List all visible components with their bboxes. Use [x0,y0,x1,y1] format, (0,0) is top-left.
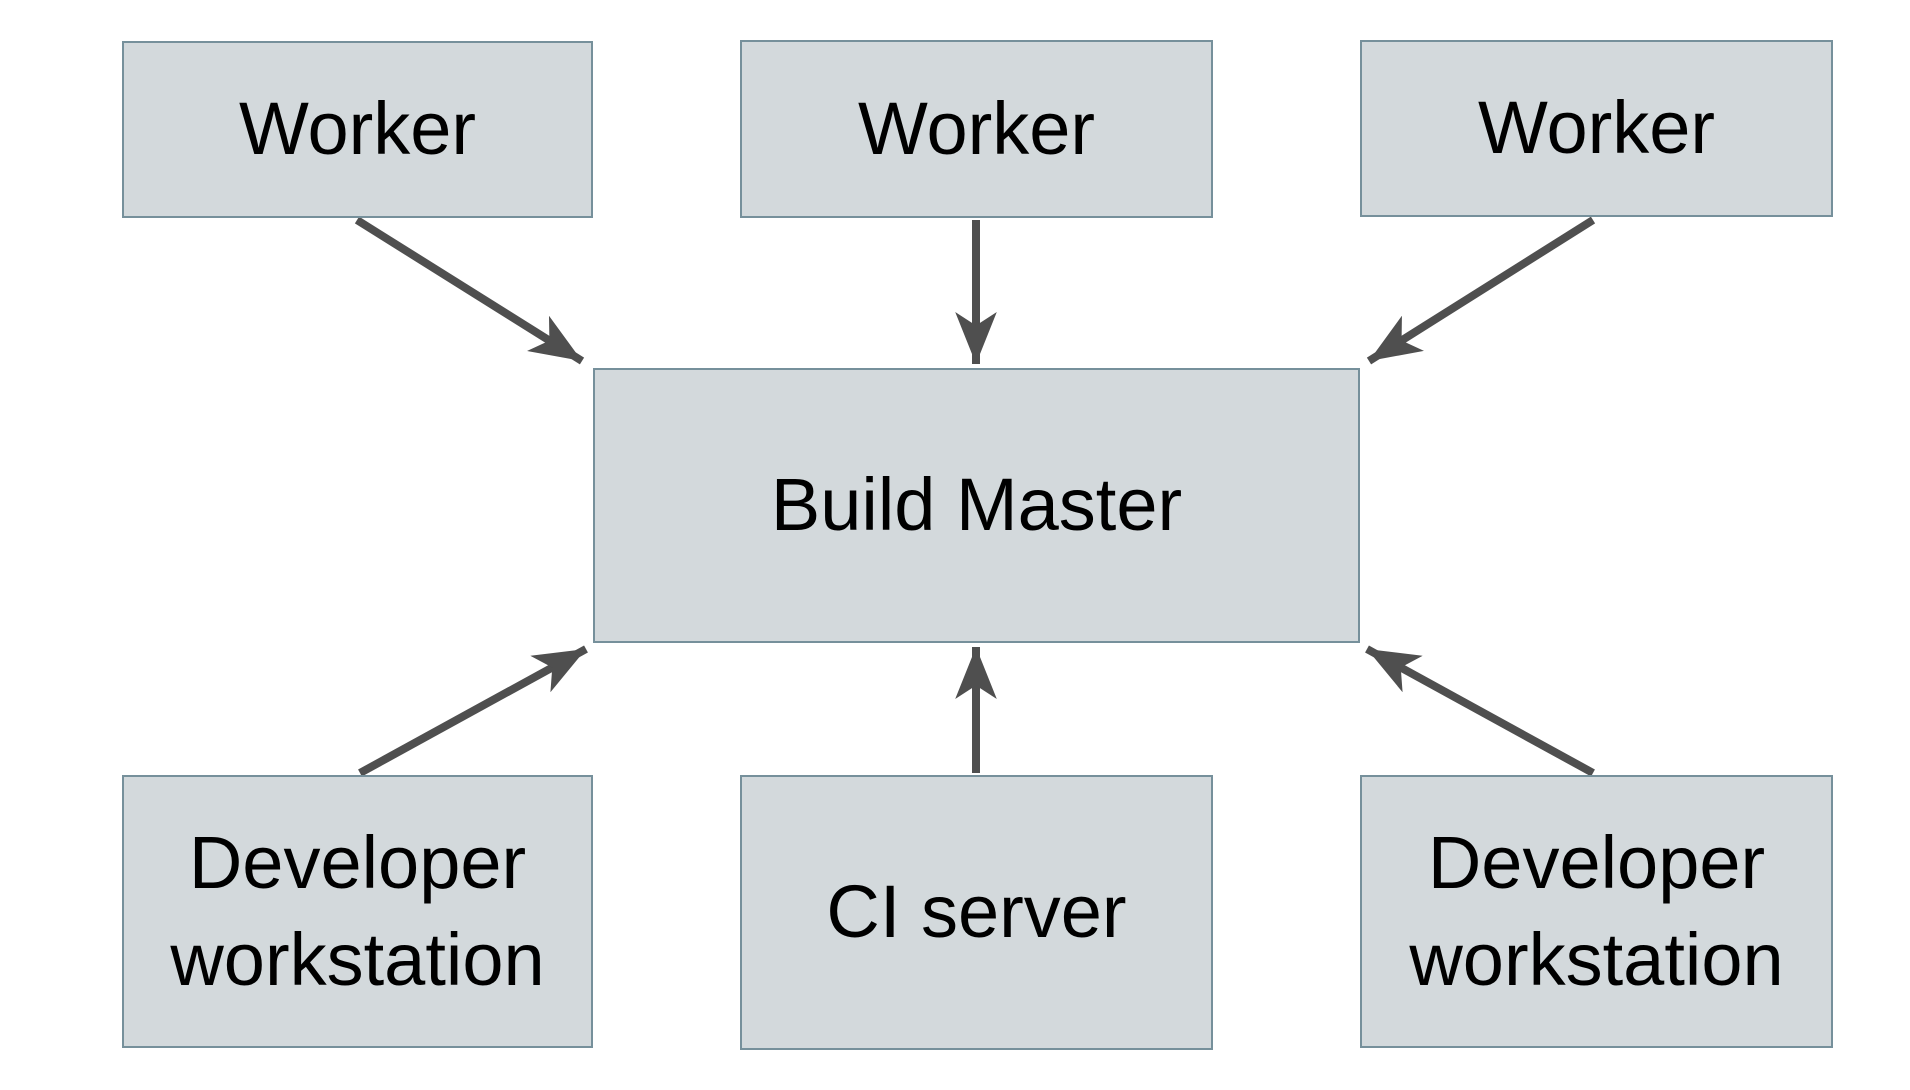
node-worker-2-label: Worker [857,86,1096,170]
node-developer-workstation-right-label: Developer workstation [1409,821,1784,1001]
node-build-master: Build Master [593,368,1360,643]
edge-developer-workstation-right-to-build-master [1365,645,1595,777]
edge-worker-1-to-build-master [354,216,585,365]
edge-developer-workstation-left-to-build-master [358,645,588,777]
node-build-master-label: Build Master [770,463,1183,547]
edge-worker-3-to-build-master [1366,216,1596,365]
node-developer-workstation-left: Developer workstation [122,775,593,1048]
node-ci-server: CI server [740,775,1213,1050]
node-worker-3-label: Worker [1477,86,1716,170]
node-worker-1: Worker [122,41,593,218]
node-worker-1-label: Worker [238,87,477,171]
node-worker-2: Worker [740,40,1213,218]
node-developer-workstation-left-label: Developer workstation [170,821,545,1001]
node-ci-server-label: CI server [826,870,1127,954]
node-developer-workstation-right: Developer workstation [1360,775,1833,1048]
node-worker-3: Worker [1360,40,1833,217]
